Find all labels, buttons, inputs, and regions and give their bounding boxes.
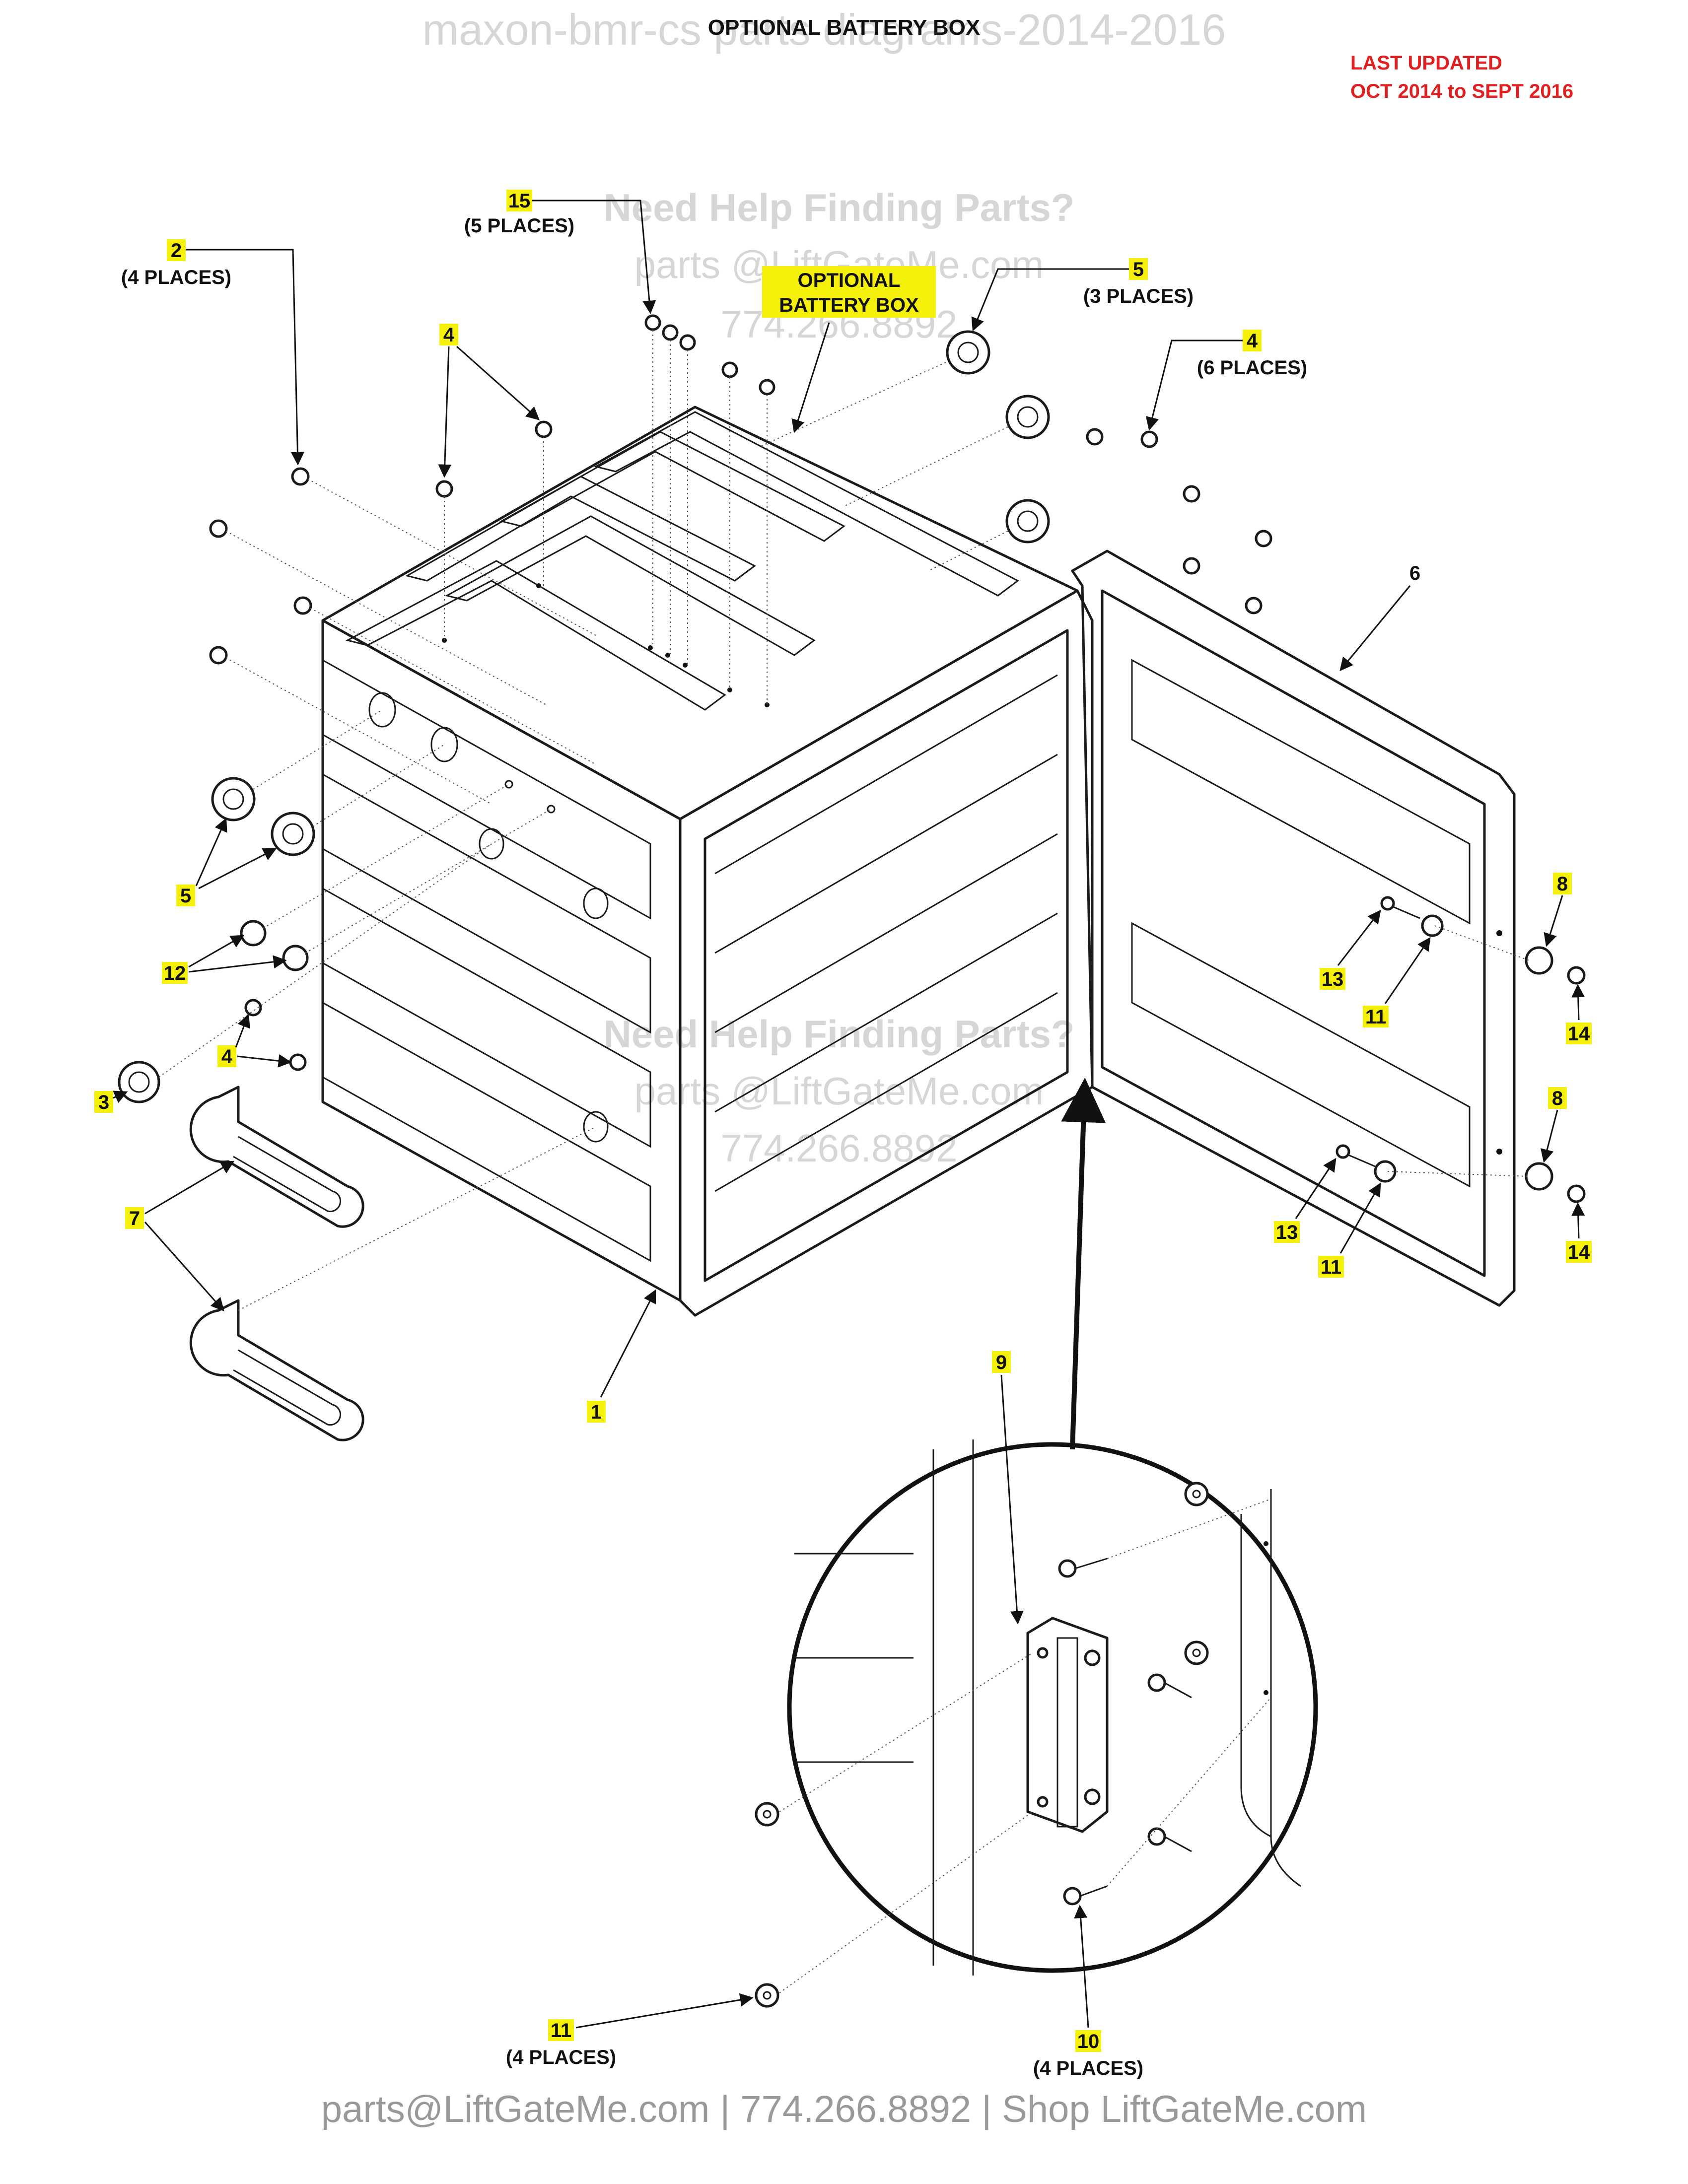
- callout-14b-number: 14: [1568, 1241, 1590, 1263]
- watermark-upper: Need Help Finding Parts? parts @LiftGate…: [603, 186, 1074, 346]
- detail-pointer-arrow: [1061, 1078, 1106, 1450]
- svg-text:Need Help Finding Parts?: Need Help Finding Parts?: [603, 186, 1074, 229]
- callout-3-number: 3: [98, 1092, 109, 1113]
- callout-15-number: 15: [508, 190, 531, 212]
- callout-6-number: 6: [1409, 562, 1420, 584]
- callout-10-number: 10: [1077, 2031, 1100, 2052]
- latches: [189, 1086, 364, 1441]
- page-title: OPTIONAL BATTERY BOX: [708, 15, 980, 40]
- callout-14a-number: 14: [1568, 1023, 1590, 1045]
- callout-4-topright-number: 4: [1247, 330, 1258, 352]
- callout-5-top-number: 5: [1133, 259, 1144, 280]
- assembly-label-line2: BATTERY BOX: [779, 294, 919, 316]
- callout-5-left-number: 5: [180, 885, 191, 907]
- grommets: [118, 330, 1050, 1103]
- callout-13b-number: 13: [1276, 1222, 1298, 1243]
- assembly-label-line1: OPTIONAL: [798, 270, 901, 291]
- hinge-detail-view: [787, 1439, 1318, 1976]
- svg-text:774.266.8892: 774.266.8892: [720, 1126, 957, 1170]
- callout-11-bottom-number: 11: [551, 2020, 571, 2042]
- svg-text:Need Help Finding Parts?: Need Help Finding Parts?: [603, 1012, 1074, 1056]
- callout-7-number: 7: [129, 1208, 140, 1229]
- door-fasteners: [1336, 896, 1586, 1203]
- footer-contact[interactable]: parts@LiftGateMe.com | 774.266.8892 | Sh…: [321, 2088, 1367, 2130]
- assembly-lines: [158, 330, 1530, 1311]
- callout-2-number: 2: [171, 240, 182, 262]
- callout-15-places: (5 PLACES): [464, 215, 574, 237]
- last-updated-line2: OCT 2014 to SEPT 2016: [1350, 80, 1573, 102]
- battery-box-body: [321, 406, 1094, 1317]
- callout-4-topright-places: (6 PLACES): [1197, 357, 1307, 379]
- callout-11-bottom-places: (4 PLACES): [506, 2047, 616, 2068]
- callout-4-left-number: 4: [221, 1046, 233, 1068]
- callout-9-number: 9: [996, 1352, 1007, 1373]
- detail-washers: [755, 1652, 1033, 2008]
- callout-12-number: 12: [164, 962, 186, 984]
- watermark-top: maxon-bmr-cs parts diagrams-2014-2016: [422, 5, 1226, 54]
- last-updated-line1: LAST UPDATED: [1350, 52, 1502, 74]
- callout-10-places: (4 PLACES): [1033, 2057, 1143, 2079]
- callout-13a-number: 13: [1322, 968, 1344, 990]
- callout-8b-number: 8: [1552, 1088, 1563, 1109]
- callout-4-topleft-number: 4: [443, 324, 455, 346]
- callout-5-top-places: (3 PLACES): [1083, 285, 1194, 307]
- callout-2-places: (4 PLACES): [121, 267, 231, 288]
- svg-text:parts @LiftGateMe.com: parts @LiftGateMe.com: [634, 1069, 1044, 1113]
- callout-11b-number: 11: [1321, 1256, 1341, 1278]
- callout-8a-number: 8: [1557, 873, 1568, 895]
- battery-box-door: [1071, 549, 1516, 1307]
- callout-11a-number: 11: [1365, 1006, 1386, 1028]
- watermark-middle: Need Help Finding Parts? parts @LiftGate…: [603, 1012, 1074, 1170]
- callout-1-number: 1: [591, 1401, 602, 1423]
